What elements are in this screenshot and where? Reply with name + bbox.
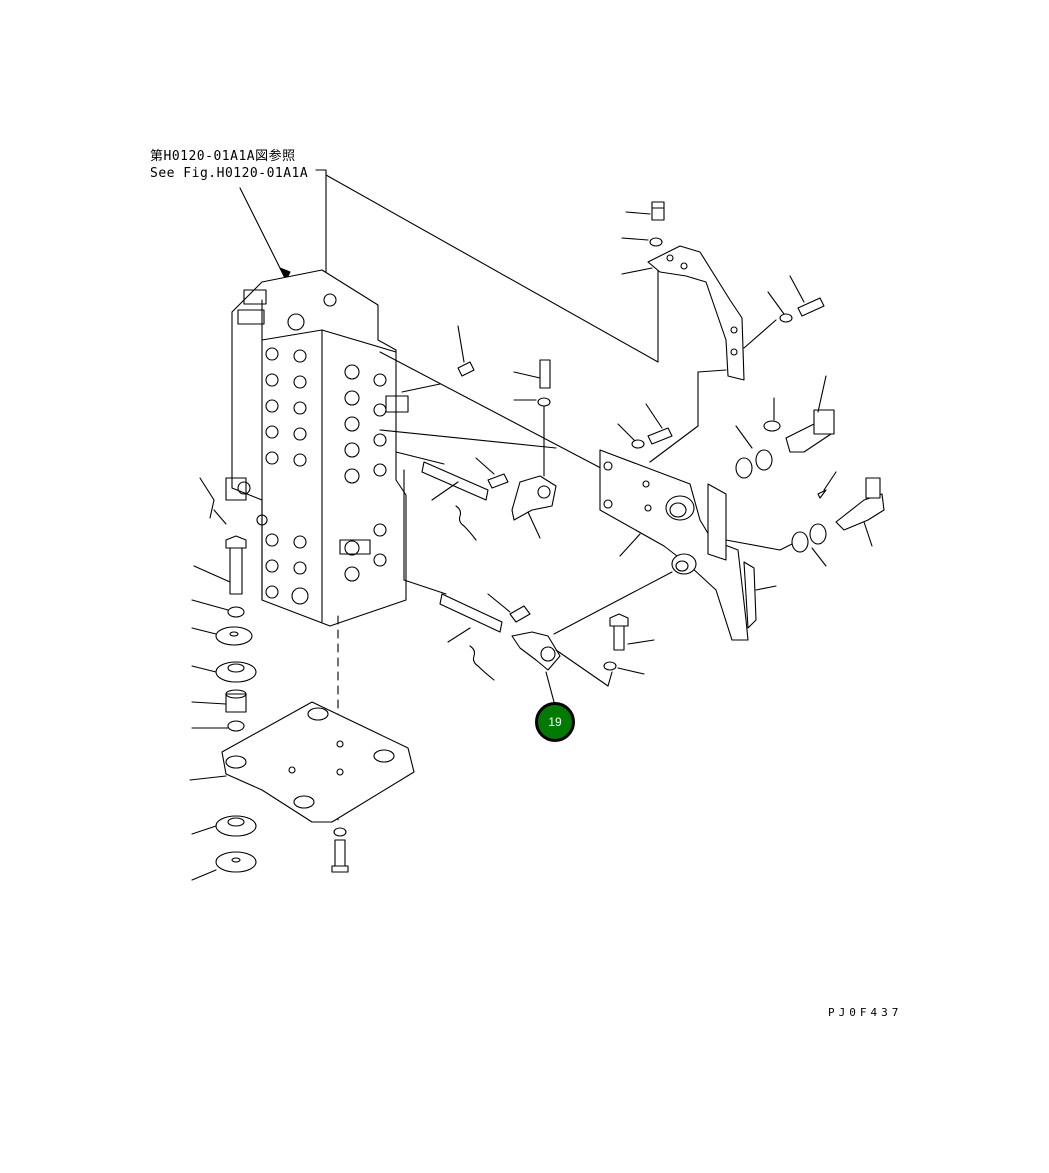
pins-bushings: [617, 375, 885, 567]
reference-note: 第H0120-01A1A図参照 See Fig.H0120-01A1A: [150, 148, 308, 182]
part-callout-19[interactable]: 19: [535, 702, 575, 742]
main-bracket: [599, 449, 793, 641]
linkage-parts: [421, 325, 673, 703]
callout-label: 19: [548, 715, 562, 729]
reference-note-jp: 第H0120-01A1A図参照: [150, 149, 296, 164]
figure-code: PJ0F437: [828, 1006, 903, 1019]
mounting-parts: [189, 535, 415, 881]
control-valve-block: [225, 269, 409, 627]
upper-bracket: [621, 201, 825, 463]
reference-note-en: See Fig.H0120-01A1A: [150, 166, 309, 181]
